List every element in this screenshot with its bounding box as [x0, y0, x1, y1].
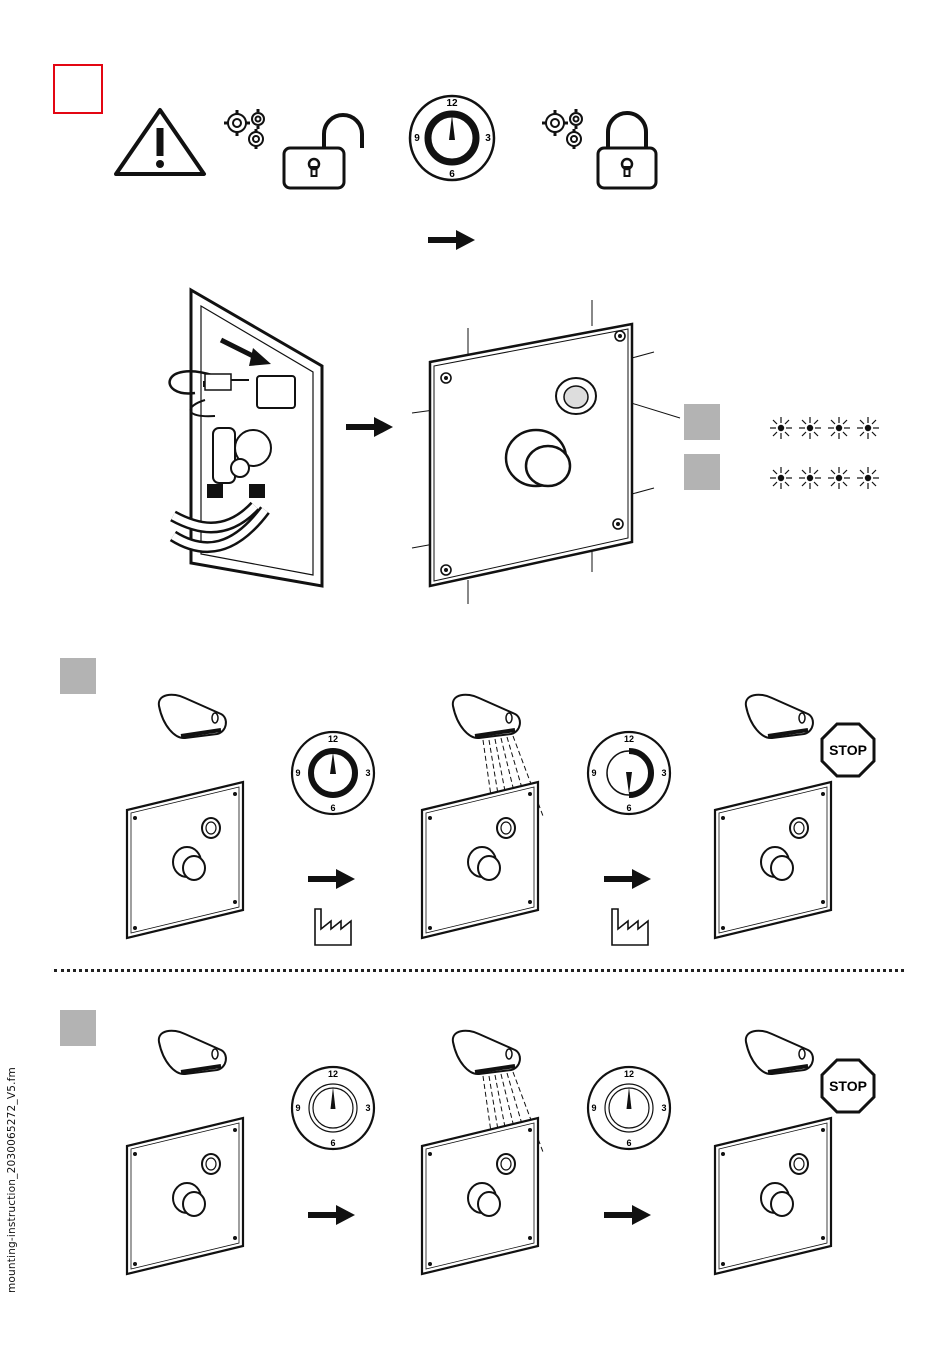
step-marker-red	[53, 64, 103, 114]
clock-label-9: 9	[295, 1103, 300, 1113]
control-panel-icon	[410, 298, 685, 606]
clock-label-9: 9	[295, 768, 300, 778]
clock-label-12: 12	[624, 1069, 634, 1079]
step-box	[60, 658, 96, 694]
step-box	[684, 454, 720, 490]
arrow-right-icon	[428, 229, 476, 251]
factory-icon	[313, 905, 353, 947]
clock-label-3: 3	[661, 768, 666, 778]
clock-label-3: 3	[485, 133, 491, 144]
gears-icon	[540, 108, 590, 150]
arrow-right-icon	[308, 868, 356, 890]
clock-dial-icon: 12 3 6 9	[290, 730, 376, 816]
clock-label-6: 6	[626, 1138, 631, 1148]
led-flash-icon	[767, 414, 883, 442]
clock-dial-icon: 12 3 6 9	[407, 93, 497, 183]
arrow-right-icon	[308, 1204, 356, 1226]
stop-sign-icon: STOP	[820, 722, 876, 778]
clock-label-9: 9	[591, 1103, 596, 1113]
arrow-right-icon	[346, 416, 394, 438]
control-panel-icon	[125, 1116, 247, 1276]
clock-dial-icon: 12 3 6 9	[586, 1065, 672, 1151]
clock-label-9: 9	[414, 133, 420, 144]
control-panel-icon	[713, 780, 835, 940]
clock-dial-icon: 12 3 6 9	[586, 730, 672, 816]
shower-head-icon	[742, 692, 818, 746]
step-box	[684, 404, 720, 440]
shower-head-icon	[742, 1028, 818, 1082]
arrow-right-icon	[604, 1204, 652, 1226]
clock-label-3: 3	[365, 1103, 370, 1113]
gears-icon	[222, 108, 272, 150]
arrow-right-icon	[604, 868, 652, 890]
step-box	[60, 1010, 96, 1046]
clock-label-3: 3	[365, 768, 370, 778]
stop-label: STOP	[829, 1078, 867, 1094]
clock-label-12: 12	[328, 734, 338, 744]
clock-dial-icon: 12 3 6 9	[290, 1065, 376, 1151]
padlock-closed-icon	[596, 110, 658, 192]
control-panel-icon	[713, 1116, 835, 1276]
clock-label-3: 3	[661, 1103, 666, 1113]
clock-label-12: 12	[624, 734, 634, 744]
clock-label-6: 6	[626, 803, 631, 813]
padlock-open-icon	[280, 112, 370, 192]
warning-icon	[112, 106, 208, 178]
control-panel-icon	[420, 780, 542, 940]
stop-label: STOP	[829, 742, 867, 758]
clock-label-6: 6	[330, 803, 335, 813]
control-panel-icon	[125, 780, 247, 940]
led-flash-icon	[767, 464, 883, 492]
shower-head-icon	[155, 692, 231, 746]
clock-label-6: 6	[449, 169, 455, 180]
document-filename-label: mounting-instruction_2030065272_V5.fm	[6, 1067, 18, 1293]
clock-label-6: 6	[330, 1138, 335, 1148]
clock-label-12: 12	[328, 1069, 338, 1079]
clock-label-9: 9	[591, 768, 596, 778]
clock-label-12: 12	[446, 98, 458, 109]
factory-icon	[610, 905, 650, 947]
wall-box-installation-illustration	[165, 288, 335, 598]
stop-sign-icon: STOP	[820, 1058, 876, 1114]
control-panel-icon	[420, 1116, 542, 1276]
shower-head-icon	[155, 1028, 231, 1082]
section-divider	[54, 969, 904, 972]
